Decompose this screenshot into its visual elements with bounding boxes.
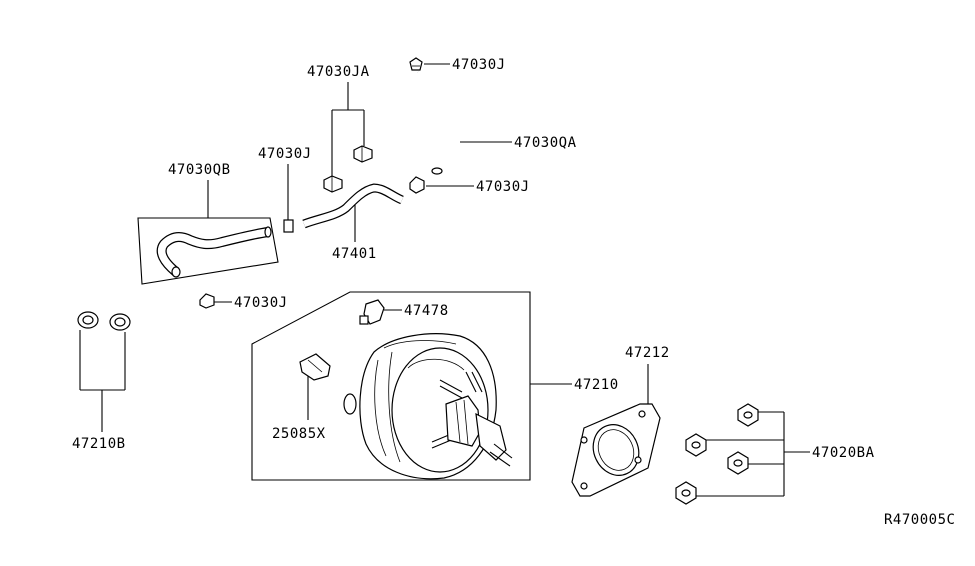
gasket-47212 bbox=[571, 403, 661, 497]
nut-47020ba-c bbox=[727, 451, 749, 475]
label-47212: 47212 bbox=[625, 345, 670, 361]
clip-47030ja-b bbox=[323, 175, 343, 193]
label-47020ba: 47020BA bbox=[812, 445, 875, 461]
label-47030j-left: 47030J bbox=[258, 146, 312, 162]
connector-47478 bbox=[359, 299, 385, 325]
hose-47401 bbox=[302, 183, 404, 229]
clip-47030j-top bbox=[409, 57, 423, 71]
label-47210: 47210 bbox=[574, 377, 619, 393]
label-47030qa: 47030QA bbox=[514, 135, 577, 151]
nut-47020ba-b bbox=[685, 433, 707, 457]
label-47401: 47401 bbox=[332, 246, 377, 262]
label-47478: 47478 bbox=[404, 303, 449, 319]
diagram-code: R470005C bbox=[884, 512, 955, 528]
nut-47020ba-a bbox=[737, 403, 759, 427]
clip-47030ja-a bbox=[353, 145, 373, 163]
hose-47030qa bbox=[416, 69, 466, 175]
grommet-47210b-b bbox=[109, 313, 131, 331]
label-47030qb: 47030QB bbox=[168, 162, 231, 178]
label-47030j-mid: 47030J bbox=[476, 179, 530, 195]
clip-47030j-low bbox=[199, 293, 215, 309]
label-47030j-low: 47030J bbox=[234, 295, 288, 311]
clip-47030j-left bbox=[283, 219, 294, 233]
hose-47030qb bbox=[156, 226, 272, 278]
label-47210b: 47210B bbox=[72, 436, 126, 452]
clip-47030j-mid bbox=[409, 176, 425, 194]
brake-booster bbox=[343, 333, 513, 480]
valve-25085x bbox=[299, 353, 331, 381]
grommet-47210b-a bbox=[77, 311, 99, 329]
label-47030j-top: 47030J bbox=[452, 57, 506, 73]
nut-47020ba-d bbox=[675, 481, 697, 505]
label-25085x: 25085X bbox=[272, 426, 326, 442]
label-47030ja: 47030JA bbox=[307, 64, 370, 80]
